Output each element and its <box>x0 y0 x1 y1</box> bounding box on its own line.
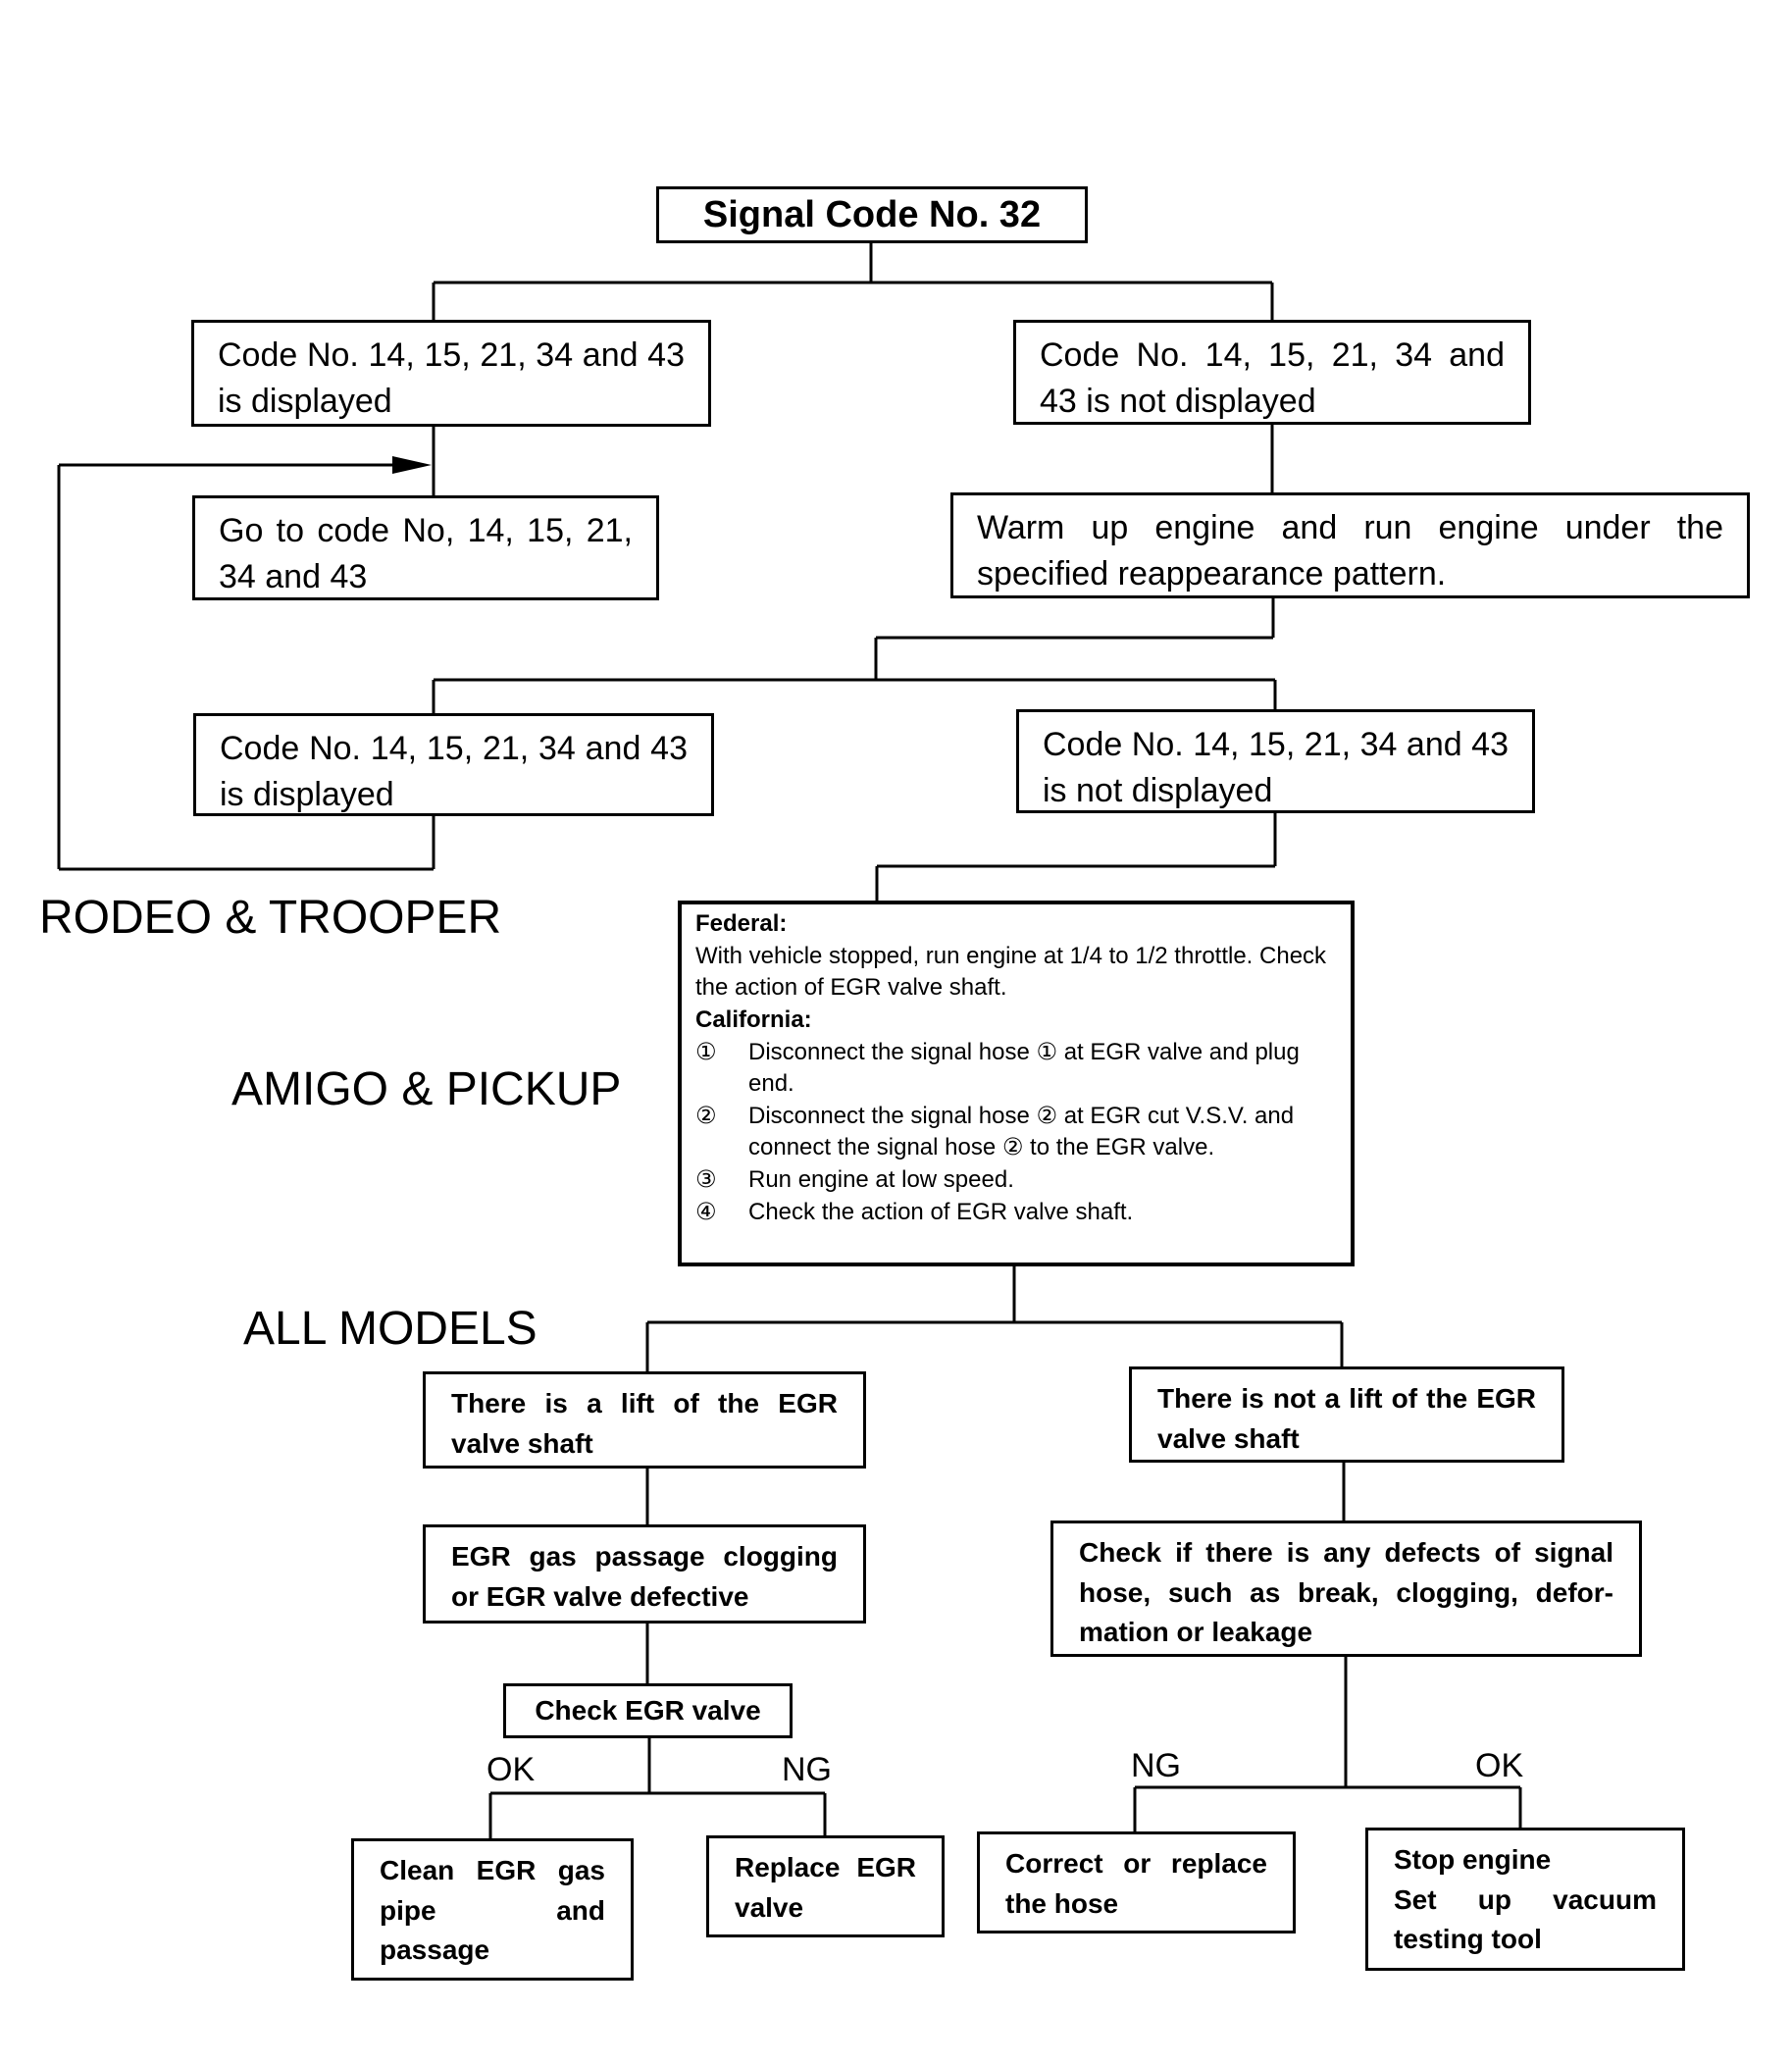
stop-engine-box: Stop engine Set up vacuum testing tool <box>1365 1828 1685 1971</box>
california-step: ④ Check the action of EGR valve shaft. <box>695 1197 1337 1229</box>
federal-heading: Federal: <box>695 910 788 937</box>
warm-up-engine-box: Warm up engine and run engine under the … <box>950 492 1750 598</box>
egr-check-procedure-box: Federal: With vehicle stopped, run engin… <box>678 901 1355 1266</box>
step-text: Check the action of EGR valve shaft. <box>748 1198 1134 1225</box>
code-displayed-box-second: Code No. 14, 15, 21, 34 and 43 is displa… <box>193 713 714 816</box>
lift-absent-box: There is not a lift of the EGR valve sha… <box>1129 1366 1564 1463</box>
step-number: ① <box>695 1038 717 1065</box>
step-text: Disconnect the signal hose ② at EGR cut … <box>748 1102 1295 1161</box>
california-step: ② Disconnect the signal hose ② at EGR cu… <box>695 1101 1337 1164</box>
code-not-displayed-box-second: Code No. 14, 15, 21, 34 and 43 is not di… <box>1016 709 1535 813</box>
correct-replace-hose-box: Correct or replace the hose <box>977 1831 1296 1933</box>
lift-present-box: There is a lift of the EGR valve shaft <box>423 1371 866 1469</box>
signal-hose-defects-box: Check if there is any defects of signal … <box>1050 1521 1642 1657</box>
stop-engine-line: Stop engine <box>1394 1844 1552 1875</box>
ok-branch-label: OK <box>1475 1747 1524 1784</box>
step-text: Run engine at low speed. <box>748 1166 1014 1193</box>
code-displayed-box: Code No. 14, 15, 21, 34 and 43 is displa… <box>191 320 711 427</box>
step-number: ③ <box>695 1166 717 1193</box>
check-egr-valve-box: Check EGR valve <box>503 1683 793 1738</box>
all-models-label: ALL MODELS <box>243 1303 538 1355</box>
step-number: ② <box>695 1102 717 1129</box>
vacuum-tool-line: Set up vacuum testing tool <box>1394 1883 1657 1955</box>
replace-egr-valve-box: Replace EGR valve <box>706 1835 945 1937</box>
step-number: ④ <box>695 1198 717 1225</box>
go-to-code-box: Go to code No, 14, 15, 21, 34 and 43 <box>192 495 659 600</box>
california-heading: California: <box>695 1005 812 1033</box>
amigo-pickup-label: AMIGO & PICKUP <box>231 1063 622 1115</box>
ok-branch-label: OK <box>486 1751 536 1788</box>
clean-egr-pipe-box: Clean EGR gas pipe and passage <box>351 1838 634 1981</box>
egr-clogging-box: EGR gas passage clogging or EGR valve de… <box>423 1524 866 1624</box>
step-text: Disconnect the signal hose ① at EGR valv… <box>748 1038 1300 1098</box>
arrowhead <box>392 456 432 474</box>
california-step: ③ Run engine at low speed. <box>695 1164 1337 1197</box>
signal-code-title: Signal Code No. 32 <box>656 186 1088 243</box>
ng-branch-label: NG <box>782 1751 832 1788</box>
ng-branch-label: NG <box>1131 1747 1181 1784</box>
code-not-displayed-box: Code No. 14, 15, 21, 34 and 43 is not di… <box>1013 320 1531 425</box>
california-step: ① Disconnect the signal hose ① at EGR va… <box>695 1037 1337 1101</box>
federal-text: With vehicle stopped, run engine at 1/4 … <box>695 942 1327 1002</box>
rodeo-trooper-label: RODEO & TROOPER <box>39 892 502 944</box>
